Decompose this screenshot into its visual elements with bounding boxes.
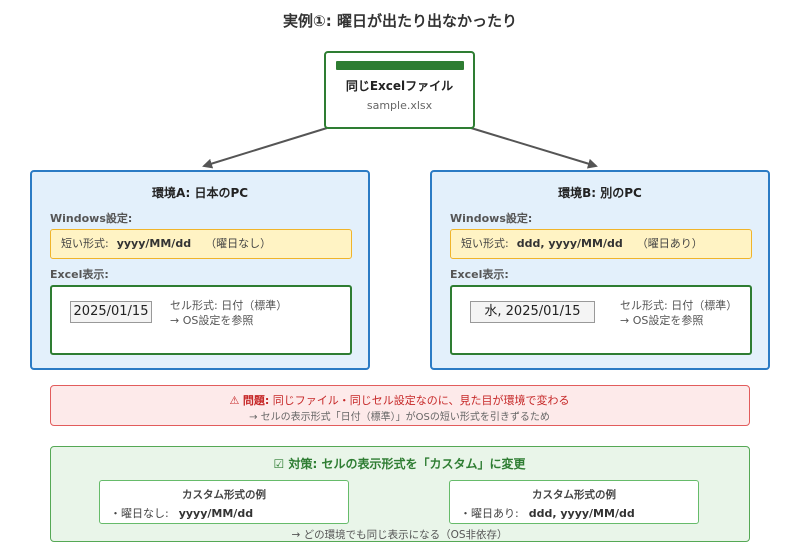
excel-display-label: Excel表示:	[450, 268, 509, 281]
solution-title-row: ☑ 対策: セルの表示形式を「カスタム」に変更	[51, 455, 748, 472]
environment-b-panel: 環境B: 別のPC Windows設定: 短い形式: ddd, yyyy/MM/d…	[430, 170, 770, 370]
environment-b-title: 環境B: 別のPC	[558, 186, 642, 200]
problem-label: 問題:	[242, 394, 270, 407]
environment-a-title: 環境A: 日本のPC	[151, 186, 249, 200]
file-title: 同じExcelファイル	[345, 79, 454, 93]
custom-format-heading: カスタム形式の例	[182, 489, 266, 501]
excel-cell: 2025/01/15	[70, 301, 152, 323]
check-box-icon: ☑	[273, 457, 285, 471]
solution-footer: → どの環境でも同じ表示になる（OS非依存）	[291, 529, 508, 541]
problem-text: 同じファイル・同じセル設定なのに、見た目が環境で変わる	[272, 394, 570, 407]
environment-a-panel: 環境A: 日本のPC Windows設定: 短い形式: yyyy/MM/dd （曜日…	[30, 170, 370, 370]
file-name: sample.xlsx	[366, 99, 433, 112]
custom-format-value: yyyy/MM/dd	[178, 507, 254, 520]
custom-format-example-a: カスタム形式の例 ・曜日なし: yyyy/MM/dd	[99, 480, 349, 524]
arrow-to-env-b	[470, 127, 598, 169]
custom-format-row: ・曜日なし: yyyy/MM/dd	[110, 505, 253, 521]
excel-cell: 水, 2025/01/15	[470, 301, 595, 323]
cell-format-info: セル形式: 日付（標準） → OS設定を参照	[620, 298, 737, 328]
problem-box: ⚠ 問題: 同じファイル・同じセル設定なのに、見た目が環境で変わる → セルの表…	[50, 385, 750, 426]
excel-file-box: 同じExcelファイル sample.xlsx	[324, 51, 475, 129]
short-format-note: （曜日なし）	[205, 237, 272, 250]
windows-settings-label: Windows設定:	[450, 212, 533, 225]
diagram-title: 実例①: 曜日が出たり出なかったり	[283, 12, 517, 30]
warning-icon: ⚠	[229, 394, 240, 407]
short-format-label: 短い形式:	[461, 237, 509, 250]
cell-format-info: セル形式: 日付（標準） → OS設定を参照	[170, 298, 287, 328]
excel-display-box: 水, 2025/01/15 セル形式: 日付（標準） → OS設定を参照	[450, 285, 752, 355]
custom-format-label: ・曜日なし:	[110, 507, 169, 520]
short-format-setting: 短い形式: ddd, yyyy/MM/dd （曜日あり）	[450, 229, 752, 259]
problem-statement: ⚠ 問題: 同じファイル・同じセル設定なのに、見た目が環境で変わる	[51, 392, 748, 408]
solution-title: 対策: セルの表示形式を「カスタム」に変更	[288, 457, 526, 471]
arrow-to-env-a	[202, 127, 328, 169]
cell-format-text: セル形式: 日付（標準）	[620, 299, 738, 312]
file-header-bar	[336, 61, 464, 70]
cell-format-reference: → OS設定を参照	[620, 314, 704, 327]
short-format-value: ddd, yyyy/MM/dd	[516, 237, 623, 250]
excel-display-box: 2025/01/15 セル形式: 日付（標準） → OS設定を参照	[50, 285, 352, 355]
excel-display-label: Excel表示:	[50, 268, 109, 281]
custom-format-value: ddd, yyyy/MM/dd	[528, 507, 635, 520]
custom-format-example-b: カスタム形式の例 ・曜日あり: ddd, yyyy/MM/dd	[449, 480, 699, 524]
short-format-label: 短い形式:	[61, 237, 109, 250]
windows-settings-label: Windows設定:	[50, 212, 133, 225]
custom-format-label: ・曜日あり:	[460, 507, 519, 520]
short-format-value: yyyy/MM/dd	[116, 237, 192, 250]
custom-format-heading: カスタム形式の例	[532, 489, 616, 501]
cell-format-text: セル形式: 日付（標準）	[170, 299, 288, 312]
problem-detail: → セルの表示形式「日付（標準）」がOSの短い形式を引きずるため	[249, 412, 550, 423]
solution-box: ☑ 対策: セルの表示形式を「カスタム」に変更 カスタム形式の例 ・曜日なし: y…	[50, 446, 750, 542]
cell-format-reference: → OS設定を参照	[170, 314, 254, 327]
custom-format-row: ・曜日あり: ddd, yyyy/MM/dd	[460, 505, 635, 521]
short-format-note: （曜日あり）	[636, 237, 703, 250]
short-format-setting: 短い形式: yyyy/MM/dd （曜日なし）	[50, 229, 352, 259]
